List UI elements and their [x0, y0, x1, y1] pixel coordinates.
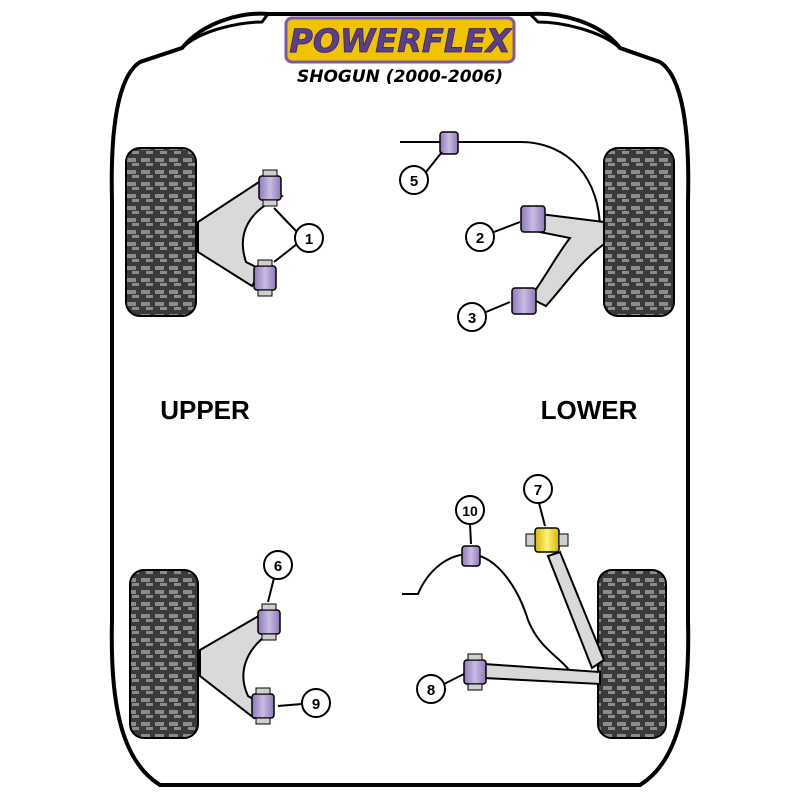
arrow-5	[425, 151, 443, 173]
right-mirror-outline	[528, 12, 622, 50]
callout-5: 5	[399, 165, 429, 195]
callout-7: 7	[523, 474, 553, 504]
bushing-5	[439, 131, 459, 155]
rear-trailing-arm	[546, 550, 606, 670]
model-title: SHOGUN (2000-2006)	[297, 67, 503, 87]
bushing-7	[525, 527, 569, 553]
arrow-9	[277, 703, 303, 707]
callout-1: 1	[294, 223, 324, 253]
lower-label: LOWER	[541, 395, 638, 425]
tyre-rear-left	[129, 569, 199, 739]
svg-text:10: 10	[462, 503, 478, 519]
rear-anti-roll-bar	[402, 552, 575, 677]
front-anti-roll-bar	[400, 141, 601, 231]
svg-text:7: 7	[534, 482, 542, 499]
arrow-6	[267, 577, 275, 603]
bushing-2	[520, 205, 546, 233]
svg-text:3: 3	[468, 310, 476, 327]
arrow-7	[538, 502, 546, 527]
callout-9: 9	[301, 688, 331, 718]
front-lower-wishbone	[528, 212, 605, 308]
svg-text:1: 1	[305, 231, 313, 248]
svg-text:8: 8	[427, 682, 435, 699]
callout-6: 6	[263, 550, 293, 580]
bushing-1b	[253, 259, 277, 297]
bushing-9	[251, 687, 275, 725]
callout-3: 3	[457, 302, 487, 332]
upper-label: UPPER	[160, 395, 250, 425]
callout-2: 2	[465, 222, 495, 252]
arrow-8	[443, 673, 465, 685]
tyre-rear-right	[597, 569, 667, 739]
tyre-front-right	[603, 147, 675, 317]
arrow-10	[469, 523, 472, 545]
powerflex-logo: POWERFLEX	[284, 16, 516, 64]
bushing-10	[461, 545, 481, 567]
callout-10: 10	[455, 495, 485, 525]
bushing-6	[257, 603, 281, 641]
tyre-front-left	[125, 147, 197, 317]
svg-text:6: 6	[274, 558, 282, 575]
bushing-8	[463, 653, 487, 691]
arrow-1-top	[273, 207, 298, 233]
svg-text:2: 2	[476, 230, 484, 247]
arrow-1-bottom	[273, 243, 298, 263]
svg-text:9: 9	[312, 696, 320, 713]
left-mirror-outline	[180, 13, 270, 50]
arrow-3	[485, 301, 511, 313]
svg-text:5: 5	[410, 173, 418, 190]
logo-text: POWERFLEX	[289, 22, 512, 60]
arrow-2	[493, 221, 521, 233]
logo-background	[284, 16, 516, 64]
bushing-3	[511, 287, 537, 315]
bushing-1a	[258, 169, 282, 207]
callout-8: 8	[416, 674, 446, 704]
